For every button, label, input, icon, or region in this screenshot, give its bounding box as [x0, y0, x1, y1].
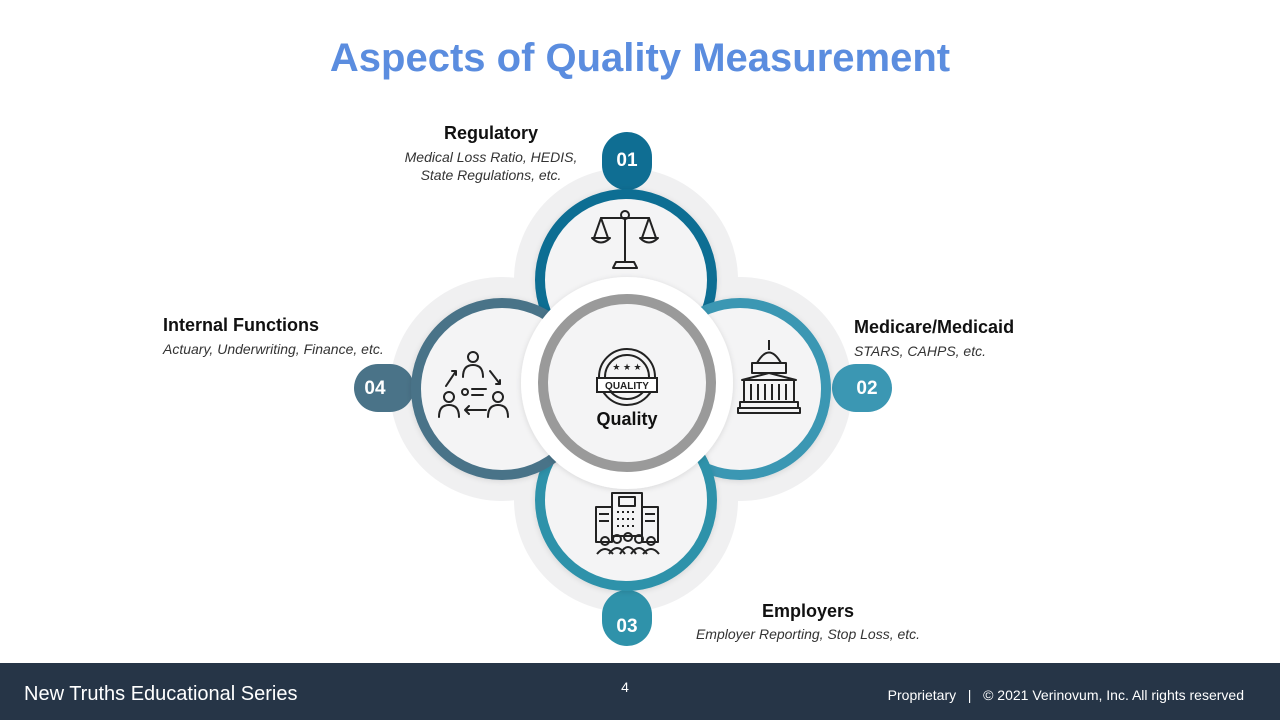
label-internal: Internal Functions Actuary, Underwriting… — [163, 315, 384, 358]
heading-internal: Internal Functions — [163, 315, 320, 335]
sub-medicare: STARS, CAHPS, etc. — [854, 343, 986, 359]
heading-medicare: Medicare/Medicaid — [854, 317, 1015, 337]
tab-03-number: 03 — [616, 616, 637, 637]
sub-regulatory-1: Medical Loss Ratio, HEDIS, — [404, 149, 578, 165]
footer-bar: New Truths Educational Series 4 Propriet… — [0, 663, 1280, 720]
series-title: New Truths Educational Series — [24, 683, 298, 705]
sub-regulatory-2: State Regulations, etc. — [420, 167, 562, 183]
center-label: Quality — [596, 409, 657, 429]
tab-04-number: 04 — [364, 378, 386, 399]
tab-01: 01 — [602, 132, 652, 190]
label-medicare: Medicare/Medicaid STARS, CAHPS, etc. — [854, 317, 1014, 360]
team-process-icon — [438, 351, 509, 418]
label-employers: Employers Employer Reporting, Stop Loss,… — [672, 601, 944, 643]
heading-employers: Employers — [761, 601, 855, 621]
tab-01-number: 01 — [616, 150, 638, 171]
sub-internal: Actuary, Underwriting, Finance, etc. — [163, 341, 384, 357]
page-number: 4 — [621, 679, 629, 695]
scales-icon — [591, 210, 659, 269]
copyright-notice: Proprietary | © 2021 Verinovum, Inc. All… — [887, 687, 1244, 703]
tab-04: 04 — [354, 364, 414, 412]
heading-regulatory: Regulatory — [443, 123, 539, 143]
quality-badge-icon: QUALITY ★ ★ ★ — [596, 348, 658, 406]
quality-badge-text: QUALITY — [605, 381, 649, 392]
quality-diagram: 01 02 03 04 QUALITY ★ ★ ★ Quality — [354, 132, 892, 646]
svg-text:★ ★ ★: ★ ★ ★ — [612, 362, 641, 372]
sub-employers: Employer Reporting, Stop Loss, etc. — [695, 626, 921, 642]
capitol-icon — [737, 340, 801, 414]
tab-03: 03 — [602, 590, 652, 646]
tab-02-number: 02 — [856, 378, 877, 399]
tab-02: 02 — [832, 364, 892, 412]
page-title: Aspects of Quality Measurement — [329, 36, 951, 80]
office-building-icon — [595, 492, 660, 555]
label-regulatory: Regulatory Medical Loss Ratio, HEDIS, St… — [396, 123, 586, 184]
